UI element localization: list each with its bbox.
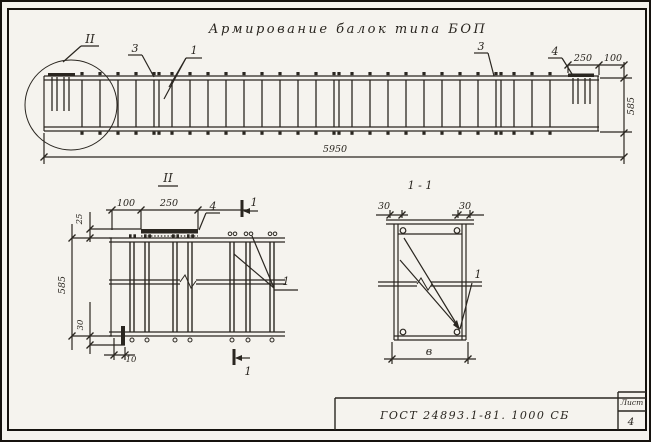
dimension-ticks: [40, 61, 628, 363]
section-1-1-linework: [376, 210, 484, 364]
section-dim-30-left: 30: [378, 201, 390, 212]
detail-dim-585: 585: [57, 276, 68, 294]
dim-5950: 5950: [323, 144, 347, 155]
detail-dim-30: 30: [76, 319, 86, 330]
detail-item-1-label: 1: [283, 275, 290, 288]
beam-stirrups: [51, 72, 591, 135]
dim-250: 250: [573, 53, 592, 64]
detail-section-mark-bottom: 1: [245, 365, 252, 378]
beam-elevation-linework: [24, 45, 632, 164]
title-block-doc: ГОСТ 24893.1-81. 1000 СБ: [379, 409, 570, 422]
detail-section-mark-top: 1: [251, 196, 258, 209]
frame-border: [7, 8, 647, 431]
detail-item-4-label: 4: [209, 200, 217, 213]
dim-100: 100: [604, 53, 622, 64]
item-4-label: 4: [551, 45, 559, 58]
section-dim-30-right: 30: [459, 201, 471, 212]
detail-dim-10: 10: [126, 355, 137, 365]
detail-title: II: [162, 171, 173, 185]
detail-mark-label: II: [84, 32, 95, 46]
detail-dim-100: 100: [117, 198, 135, 209]
title-block-sheet-label: Лист: [620, 398, 643, 407]
section-title: 1 - 1: [408, 179, 433, 192]
detail-II-bars: [129, 231, 278, 343]
drawing-title: Армирование балок типа БОП: [208, 22, 488, 37]
title-block: [334, 391, 646, 430]
detail-dim-25: 25: [75, 214, 85, 226]
section-item-1-label: 1: [475, 268, 482, 281]
dim-585-right: 585: [626, 97, 637, 115]
detail-dim-250: 250: [159, 198, 178, 209]
title-block-sheet-number: 4: [627, 416, 635, 428]
detail-II-linework: [71, 185, 298, 365]
section-dim-width: в: [426, 345, 432, 358]
item-1-label: 1: [191, 44, 198, 57]
item-3-left-label: 3: [132, 42, 139, 55]
item-3-right-label: 3: [478, 40, 485, 53]
